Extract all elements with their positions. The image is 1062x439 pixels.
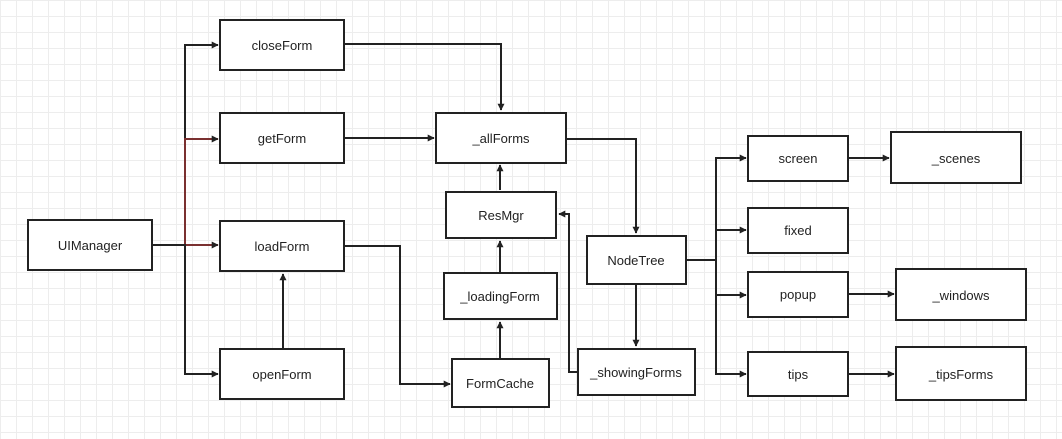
edge-closeform-allforms <box>345 43 505 111</box>
node-loadingform: _loadingForm <box>443 272 558 320</box>
node-closeform: closeForm <box>219 19 345 71</box>
node-nodetree-label: NodeTree <box>607 253 664 268</box>
node-loadingform-label: _loadingForm <box>459 289 540 304</box>
node-formcache-label: FormCache <box>466 376 534 391</box>
node-resmgr: ResMgr <box>445 191 557 239</box>
node-formcache: FormCache <box>451 358 550 408</box>
edge-nodetree-screen <box>686 154 747 261</box>
node-getform: getForm <box>219 112 345 164</box>
node-loadform: loadForm <box>219 220 345 272</box>
node-screen: screen <box>747 135 849 182</box>
node-nodetree: NodeTree <box>586 235 687 285</box>
node-fixed: fixed <box>747 207 849 254</box>
node-closeform-label: closeForm <box>252 38 313 53</box>
node-windows: _windows <box>895 268 1027 321</box>
node-showingforms-label: _showingForms <box>589 365 682 380</box>
node-resmgr-label: ResMgr <box>478 208 524 223</box>
node-allforms-label: _allForms <box>471 131 530 146</box>
node-allforms: _allForms <box>435 112 567 164</box>
edge-nodetree-tips <box>715 295 747 378</box>
node-scenes: _scenes <box>890 131 1022 184</box>
node-uimanager-label: UIManager <box>58 238 123 253</box>
edge-loadform-formcache <box>345 245 451 388</box>
node-tipsforms-label: _tipsForms <box>928 367 994 382</box>
node-popup: popup <box>747 271 849 318</box>
node-uimanager: UIManager <box>27 219 153 271</box>
edge-uimanager-getform <box>152 135 219 246</box>
node-tipsforms: _tipsForms <box>895 346 1027 401</box>
node-openform-label: openForm <box>252 367 311 382</box>
node-tips-label: tips <box>788 367 809 382</box>
node-openform: openForm <box>219 348 345 400</box>
node-fixed-label: fixed <box>784 223 811 238</box>
edge-uimanager-openform <box>152 244 219 378</box>
node-getform-label: getForm <box>258 131 306 146</box>
node-showingforms: _showingForms <box>577 348 696 396</box>
edges <box>152 41 895 388</box>
node-tips: tips <box>747 351 849 397</box>
edge-allforms-nodetree <box>566 138 640 234</box>
node-screen-label: screen <box>778 151 817 166</box>
node-loadform-label: loadForm <box>255 239 310 254</box>
node-windows-label: _windows <box>931 288 990 303</box>
node-scenes-label: _scenes <box>931 151 981 166</box>
edge-nodetree-popup <box>715 260 747 299</box>
node-popup-label: popup <box>780 287 816 302</box>
edge-showingforms-resmgr <box>558 210 578 373</box>
